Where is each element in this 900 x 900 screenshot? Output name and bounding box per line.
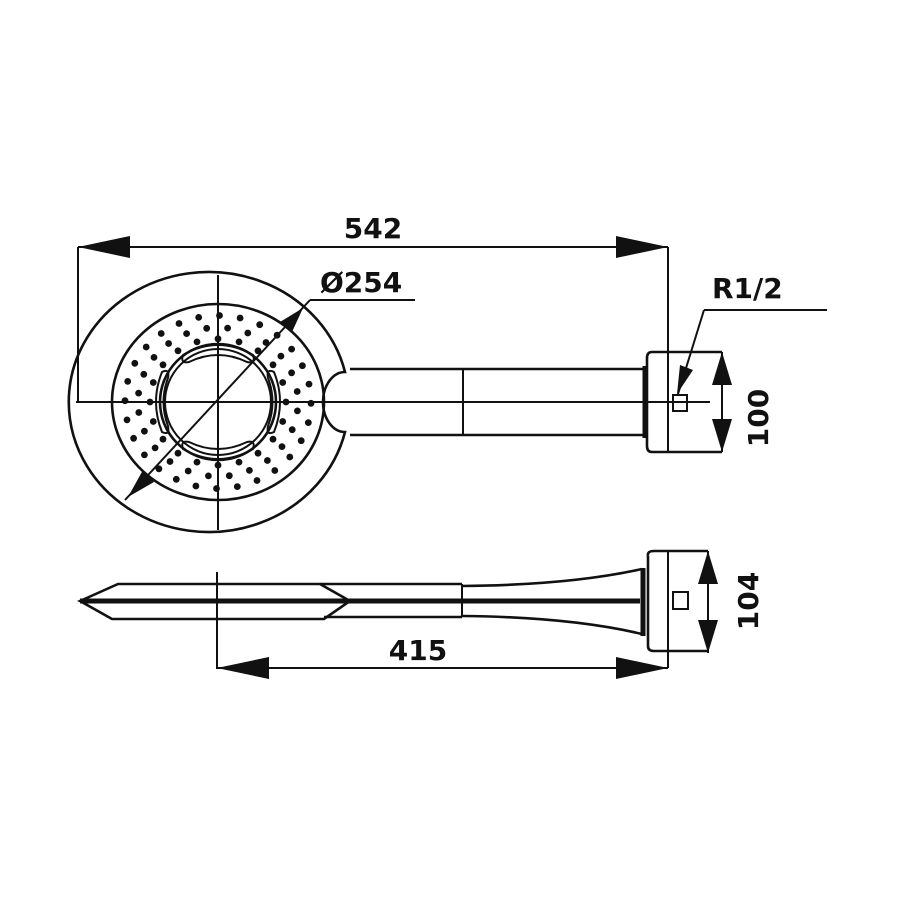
nozzle-dot — [140, 370, 148, 378]
shower-arm-top — [350, 366, 648, 438]
nozzle-dot — [130, 434, 138, 442]
wall-flange-side — [646, 549, 708, 668]
wall-flange-top — [645, 350, 722, 454]
side-view: 415 104 — [77, 549, 765, 679]
nozzle-dot — [253, 477, 261, 484]
nozzle-dot — [271, 467, 279, 474]
nozzle-dot — [293, 388, 301, 395]
nozzle-dot — [203, 324, 211, 332]
nozzle-dot — [288, 345, 295, 353]
nozzle-dot — [165, 340, 173, 347]
shower-head-outline — [67, 270, 347, 534]
nozzle-dot — [195, 314, 203, 321]
nozzle-dot — [254, 347, 262, 355]
nozzle-dot — [304, 419, 312, 426]
nozzle-dot — [131, 359, 139, 367]
nozzle-dot — [166, 458, 174, 465]
thread-label: R1/2 — [712, 272, 783, 305]
curved-slots — [155, 344, 281, 460]
nozzle-dot — [264, 457, 271, 464]
nozzle-dot — [150, 354, 158, 361]
nozzle-dot — [299, 362, 306, 370]
dimension-flange-height-top: 100 — [712, 352, 775, 452]
nozzle-dot — [135, 389, 143, 397]
nozzle-dot — [149, 379, 157, 386]
nozzle-dot — [244, 329, 252, 337]
nozzle-dot — [297, 437, 305, 445]
arm-projection-label: 415 — [389, 634, 447, 667]
nozzle-dot — [193, 338, 201, 346]
nozzle-dot — [205, 472, 212, 480]
nozzle-dot — [233, 483, 241, 490]
nozzle-dot — [235, 458, 243, 466]
nozzle-dot — [294, 407, 301, 415]
nozzle-dot — [286, 453, 294, 461]
nozzle-dot — [224, 324, 232, 332]
nozzle-dot — [159, 435, 167, 443]
shower-arm-side — [320, 567, 646, 636]
nozzle-dot — [278, 443, 286, 450]
nozzle-dot — [305, 380, 313, 388]
nozzle-dot — [279, 379, 287, 386]
nozzle-dot — [269, 361, 277, 369]
dimension-arm-projection: 415 — [217, 634, 668, 679]
nozzle-dot — [269, 435, 277, 443]
spray-nozzles — [121, 312, 315, 492]
nozzle-dot — [141, 451, 148, 459]
nozzle-dot — [155, 465, 163, 473]
overall-length-label: 542 — [344, 212, 402, 245]
dimension-overall-length: 542 — [77, 212, 669, 402]
nozzle-dot — [157, 330, 165, 337]
nozzle-dot — [279, 418, 287, 425]
nozzle-dot — [159, 361, 167, 369]
top-view: 542 Ø254 — [67, 212, 827, 534]
nozzle-dot — [174, 449, 182, 457]
nozzle-dot — [141, 427, 148, 435]
nozzle-dot — [246, 467, 253, 474]
nozzle-dot — [135, 409, 143, 416]
nozzle-dot — [192, 482, 200, 490]
nozzle-dot — [262, 339, 270, 346]
head-diameter-label: Ø254 — [320, 266, 402, 299]
nozzle-dot — [149, 418, 157, 425]
nozzle-dot — [175, 320, 183, 327]
nozzle-dot — [124, 378, 132, 385]
nozzle-dot — [184, 467, 192, 475]
nozzle-dot — [123, 416, 131, 424]
nozzle-dot — [151, 444, 159, 452]
nozzle-dot — [307, 399, 315, 407]
nozzle-dot — [235, 338, 243, 346]
nozzle-dot — [277, 352, 285, 360]
nozzle-dot — [121, 397, 129, 405]
nozzle-dot — [142, 343, 150, 351]
nozzle-dot — [273, 331, 281, 339]
nozzle-dot — [288, 369, 295, 377]
nozzle-dot — [172, 475, 180, 483]
flange-height-top-label: 100 — [742, 389, 775, 447]
dimension-flange-height-side: 104 — [698, 551, 765, 653]
nozzle-dot — [174, 347, 182, 355]
flange-height-side-label: 104 — [732, 572, 765, 630]
thread-callout: R1/2 — [677, 272, 827, 395]
nozzle-dot — [193, 458, 201, 466]
nozzle-dot — [288, 426, 296, 434]
nozzle-dot — [183, 330, 191, 337]
nozzle-dot — [225, 472, 233, 480]
nozzle-dot — [254, 449, 262, 457]
nozzle-dot — [256, 321, 264, 329]
nozzle-dot — [236, 314, 244, 322]
